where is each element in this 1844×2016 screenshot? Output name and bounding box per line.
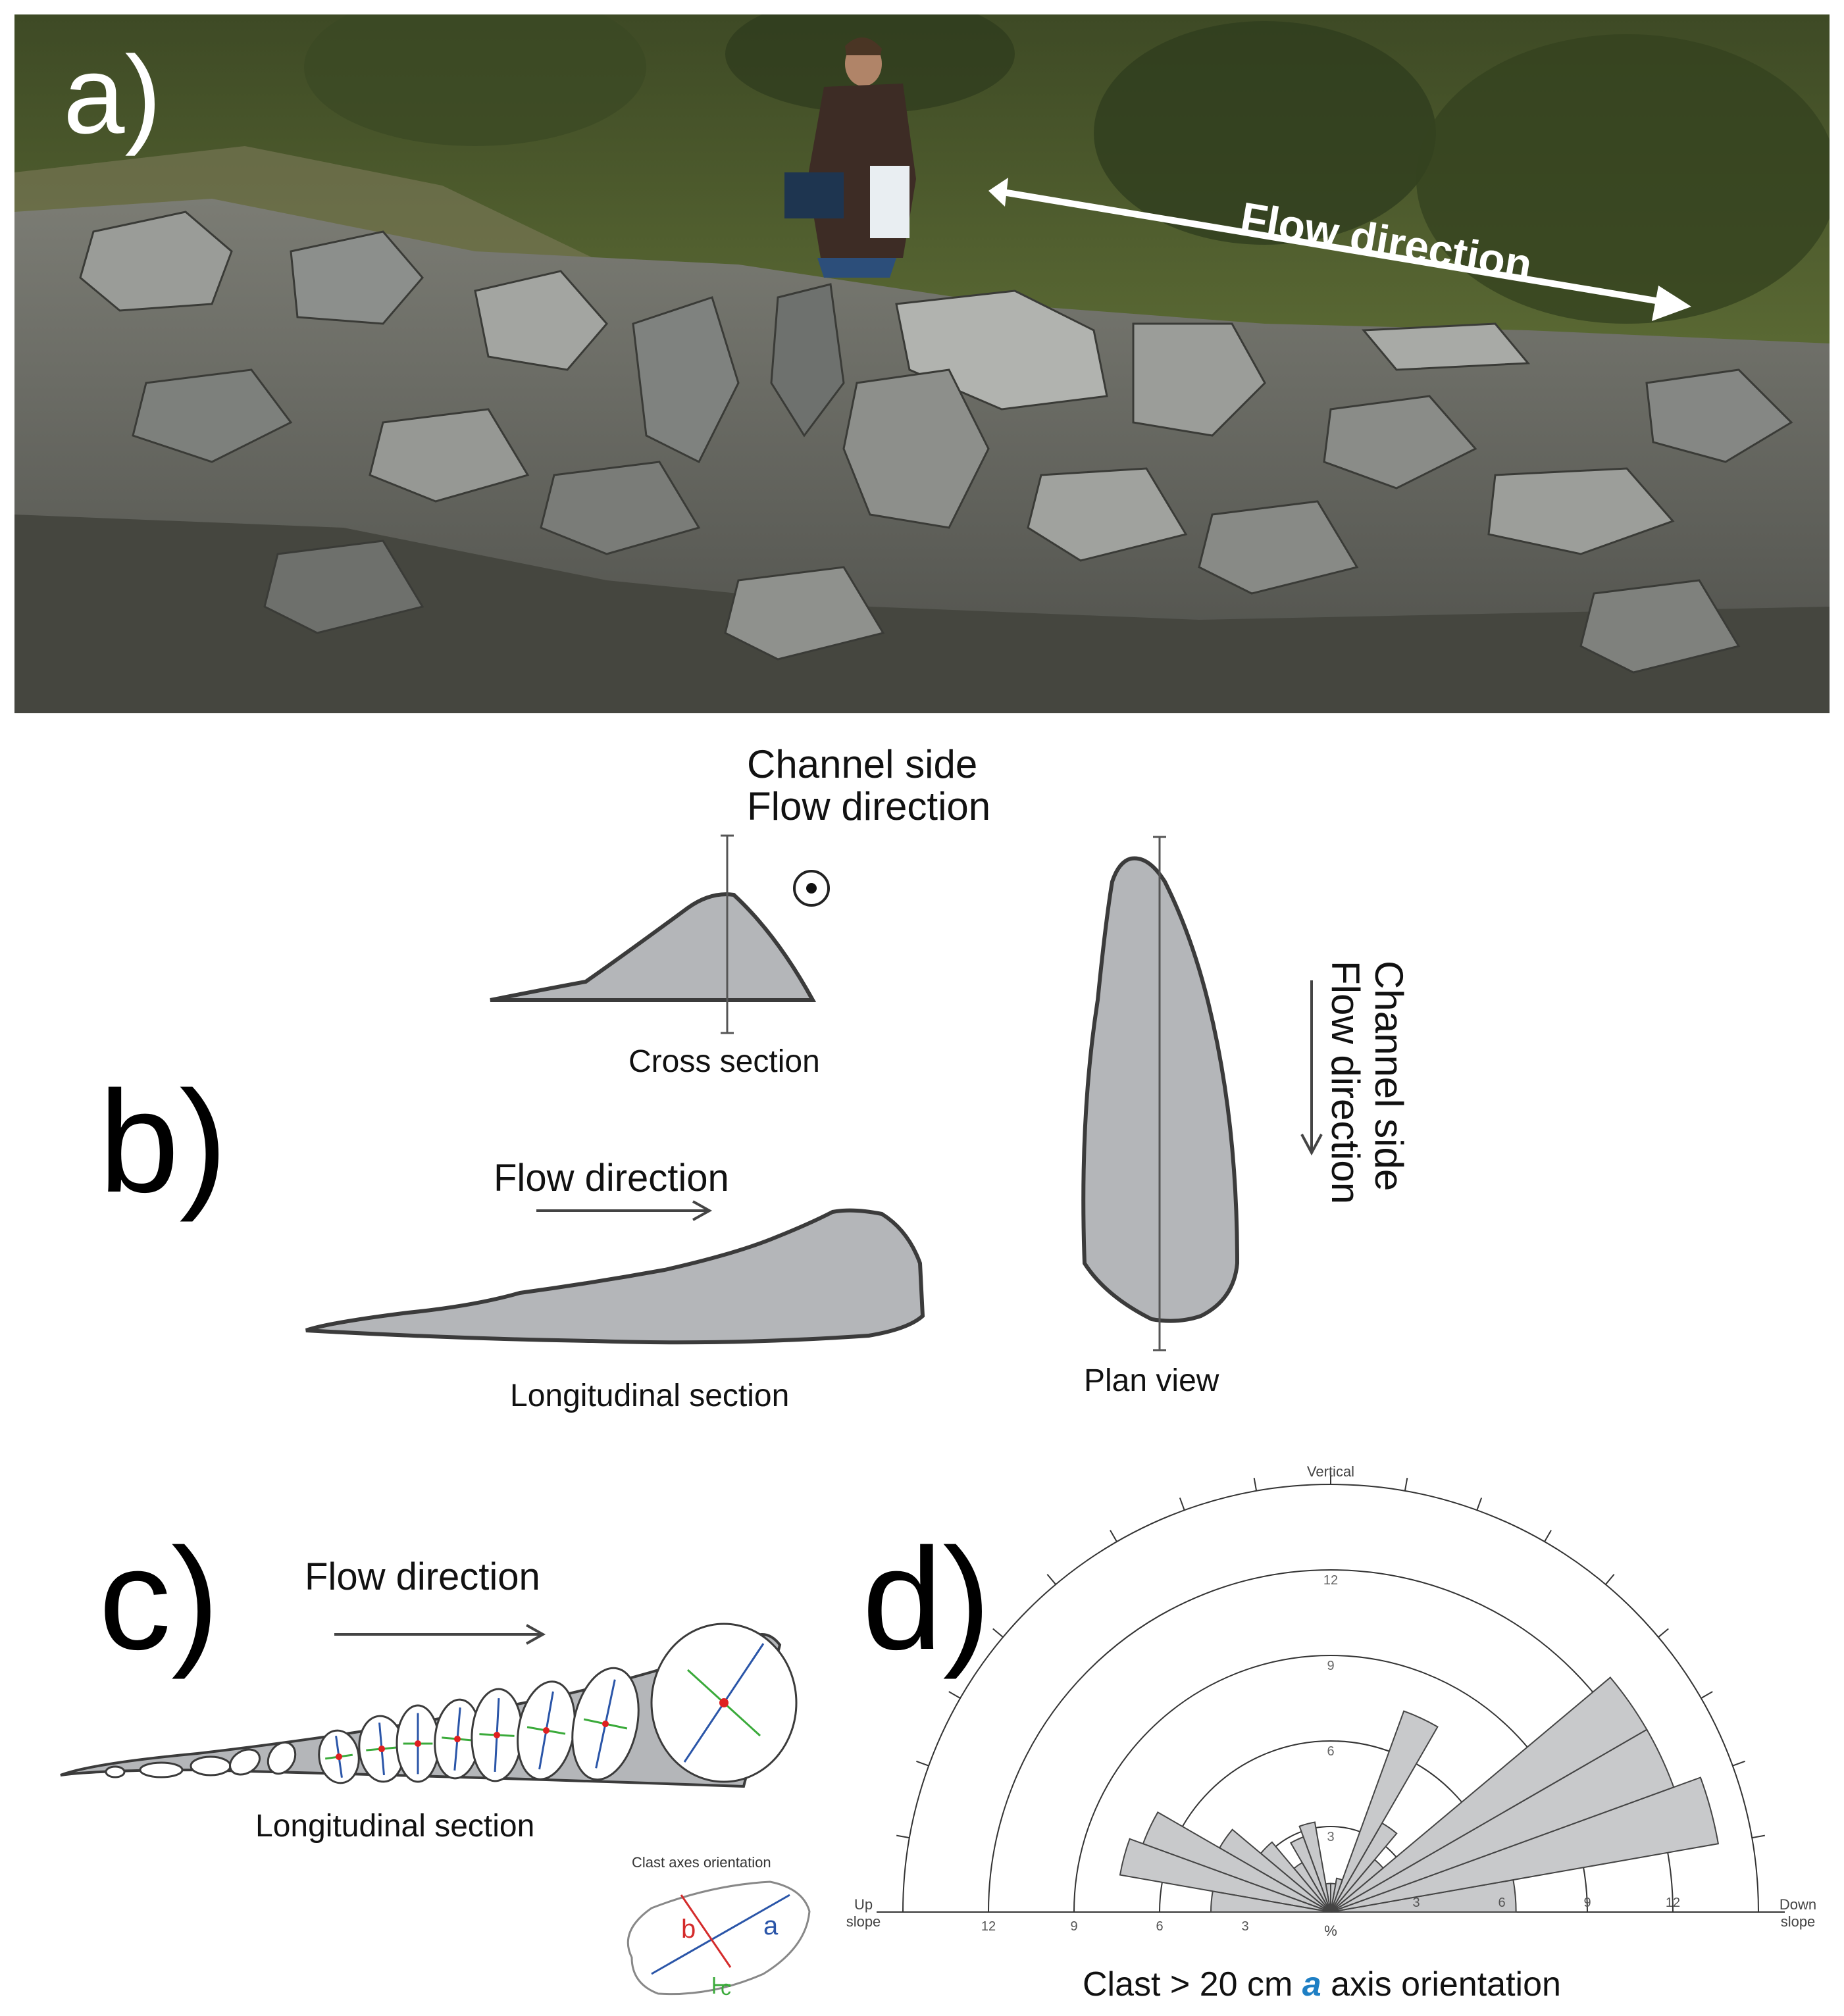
rose-angle-tick [1605,1574,1615,1585]
debris-flow-photo: Flow direction [14,0,1837,713]
rose-axis-label: 6 [1498,1896,1505,1910]
measured-clast [571,1667,640,1781]
panel-b-label: b) [99,1061,228,1222]
measured-clast [318,1729,360,1784]
rose-caption-axis: a [1302,1965,1321,2003]
panel-c-flow-arrow [334,1624,546,1645]
rose-angle-tick [1658,1628,1669,1638]
rose-left-label: Up [854,1896,873,1913]
rose-angle-tick [1253,1478,1258,1492]
longitudinal-caption: Longitudinal section [510,1378,790,1413]
panel-d-label: d) [862,1518,991,1680]
rose-outer-ring [902,1484,1759,1913]
plan-view-caption: Plan view [1084,1363,1219,1398]
rose-ring-label: 3 [1327,1830,1334,1844]
panel-a-label: a) [63,33,162,157]
rose-angle-tick [1476,1498,1483,1511]
rose-sector [1289,1836,1331,1913]
measured-clast [358,1715,405,1783]
panel-c-flow-text: Flow direction [305,1555,540,1598]
rose-sector [1330,1777,1720,1913]
measured-clasts [318,1623,798,1784]
rose-right-label: Down [1780,1896,1816,1913]
measured-clast [517,1680,576,1780]
rose-unit-label: % [1324,1923,1337,1939]
rose-angle-tick [992,1628,1004,1638]
rose-angle-tick [1732,1760,1745,1767]
clast-axes-inset: a b c [627,1880,811,2000]
rose-axis-label: 3 [1412,1896,1420,1910]
panel-c-label: c) [99,1518,220,1680]
rose-angle-tick [1751,1834,1765,1839]
rose-angle-tick [896,1834,910,1839]
cross-section-title-1: Channel side [747,742,978,786]
person [784,37,916,278]
rose-sectors [1119,1676,1720,1913]
inset-b-axis [680,1894,732,1968]
rose-angle-tick [948,1691,961,1699]
rose-sector [1119,1838,1331,1913]
field-photo: Flow direction [14,0,1837,713]
inset-c-label: c [721,1976,731,2000]
rose-angle-tick [1179,1498,1185,1511]
cross-section-title-2: Flow direction [747,784,991,828]
longitudinal-flow-arrow [536,1200,713,1221]
small-clasts [105,1741,297,1778]
inset-b-label: b [681,1915,696,1944]
longitudinal-shape [305,1208,925,1345]
rose-sector [1330,1676,1648,1913]
rose-sector [1330,1877,1344,1913]
rose-axis-label: 12 [1666,1896,1680,1910]
rose-axis-label: 9 [1070,1919,1077,1934]
rose-ring-label: 12 [1323,1573,1338,1588]
rose-angle-tick [1046,1574,1056,1585]
rose-axis-label: 3 [1241,1919,1248,1934]
rose-caption: Clast > 20 cm a axis orientation [1083,1967,1561,2002]
rose-top-label: Vertical [1307,1463,1354,1480]
inset-a-axis [651,1894,790,1975]
rose-caption-post: axis orientation [1321,1965,1561,2003]
rose-sector [1210,1890,1331,1913]
rose-ring-label: 6 [1327,1744,1334,1759]
inset-a-label: a [763,1911,779,1940]
rose-right-label: slope [1781,1913,1816,1930]
inset-title: Clast axes orientation [632,1854,771,1871]
rose-angle-tick [916,1760,929,1767]
rose-left-label: slope [846,1913,881,1930]
rose-angle-tick [1544,1530,1552,1542]
cross-section-shape [490,892,817,1002]
out-of-page-flow-icon [793,870,830,907]
cross-section-caption: Cross section [628,1044,820,1079]
rose-axis-label: 6 [1156,1919,1163,1934]
rose-sector [1330,1710,1439,1913]
plan-flow-arrow [1300,980,1323,1156]
longitudinal-flow-text: Flow direction [494,1157,729,1199]
rose-axis-label: 9 [1583,1896,1591,1910]
measured-clast [434,1698,481,1780]
rose-caption-pre: Clast > 20 cm [1083,1965,1302,2003]
rose-angle-tick [1701,1691,1713,1699]
rose-ring-label: 9 [1327,1659,1334,1673]
rose-axis-label: 12 [981,1919,996,1934]
measured-clast [650,1623,798,1783]
panel-c-caption: Longitudinal section [255,1809,535,1844]
rose-angle-tick [1110,1530,1117,1542]
inset-c-axis [713,1977,730,1994]
rose-angle-tick [1404,1478,1408,1492]
